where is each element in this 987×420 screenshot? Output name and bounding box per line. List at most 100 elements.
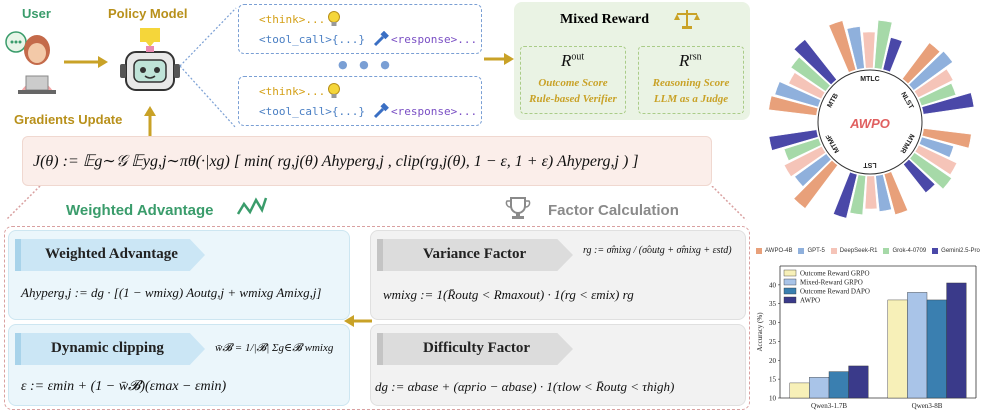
radar-bar	[788, 72, 826, 100]
radar-bar	[914, 144, 958, 175]
y-tick-label: 25	[769, 338, 777, 346]
legend-swatch	[830, 248, 837, 254]
y-tick-label: 20	[769, 357, 777, 365]
scale-icon	[674, 10, 700, 29]
radar-bar	[919, 136, 954, 158]
trophy-icon	[505, 197, 531, 219]
reasoning-line2: LLM as a Judge	[653, 93, 729, 105]
lightbulb-icon	[328, 83, 340, 98]
radar-bar	[883, 171, 908, 215]
y-tick-label: 40	[769, 281, 777, 289]
outcome-symbol: Rout	[561, 51, 585, 70]
legend-label: Outcome Reward DAPO	[800, 288, 870, 296]
legend-label: Grok-4-0709	[892, 248, 927, 254]
reasoning-line1: Reasoning Score	[652, 77, 730, 89]
radar-bar	[833, 171, 858, 219]
radar-bar	[794, 153, 832, 187]
bar	[907, 292, 928, 399]
difficulty-factor-banner: Difficulty Factor	[377, 333, 573, 365]
radar-bar	[909, 152, 952, 190]
variance-factor-title: Variance Factor	[423, 246, 527, 262]
radar-bar	[864, 175, 878, 210]
bar	[828, 371, 849, 399]
legend-swatch	[783, 287, 797, 295]
mixed-reward-title: Mixed Reward	[560, 12, 650, 27]
radar-legend: AWPO-4B GPT-5 DeepSeek-R1 Grok-4-0709 Gemini…	[756, 248, 984, 254]
radar-bar	[846, 26, 865, 70]
dynamic-clipping-title: Dynamic clipping	[51, 340, 164, 356]
objective-dotted-outline	[5, 186, 747, 221]
difficulty-factor-card: Difficulty Factor dg := αbase + (αprio −…	[370, 324, 746, 406]
radar-axis-label: MTLC	[860, 76, 879, 83]
policy-model-label: Policy Model	[108, 6, 188, 21]
radar-bar	[882, 37, 903, 73]
response-tag: <response>...	[391, 33, 478, 46]
outcome-reward-card: Rout Outcome Score Rule-based Verifier	[520, 46, 626, 114]
legend-label: Mixed-Reward GRPO	[800, 279, 863, 287]
user-label: User	[22, 6, 51, 21]
tool-call-tag: <tool_call>{...}	[259, 33, 365, 46]
y-tick-label: 35	[769, 300, 777, 308]
radar-bar	[774, 81, 821, 108]
user-icon	[5, 31, 56, 94]
legend-swatch	[783, 296, 797, 304]
arrow-user-to-policy	[64, 56, 108, 68]
legend-swatch	[783, 269, 797, 277]
legend-label: AWPO	[800, 297, 820, 305]
reasoning-reward-card: Rrsn Reasoning Score LLM as a Judge	[638, 46, 744, 114]
x-tick-label: Qwen3-1.7B	[811, 402, 847, 410]
robot-icon	[120, 28, 180, 91]
radar-bar	[874, 20, 893, 70]
arrow-up-to-policy	[144, 106, 156, 136]
radar-bar	[849, 174, 866, 215]
factor-calculation-label: Factor Calculation	[548, 202, 679, 219]
weighted-advantage-banner: Weighted Advantage	[15, 239, 205, 271]
legend-label: AWPO-4B	[765, 248, 793, 254]
radar-bar	[875, 174, 892, 212]
radar-bar	[862, 31, 876, 69]
think-tag: <think>...	[259, 85, 326, 98]
legend-label: DeepSeek-R1	[839, 248, 878, 254]
mixed-reward-panel: Mixed Reward Rout Outcome Score Rule-bas…	[514, 2, 750, 120]
radar-bar	[908, 50, 953, 91]
weighted-advantage-formula: Ahyperg,j := dg · [(1 − wmixg) Aoutg,j +…	[21, 285, 322, 300]
objective-box: J(θ) := 𝔼g∼𝒢 𝔼yg,j∼πθ(·|xg) [ min( rg,j(…	[22, 136, 712, 186]
trend-icon	[236, 197, 268, 215]
radar-bar	[921, 128, 972, 149]
variance-factor-card: Variance Factor rg := σ̂mixg / (σ̂outg +…	[370, 230, 746, 320]
difficulty-factor-title: Difficulty Factor	[423, 340, 531, 356]
variance-weight-formula: wmixg := 1(R̄outg < Rmaxout) · 1(rg < εm…	[383, 287, 634, 302]
y-tick-label: 10	[769, 395, 777, 403]
think-tag: <think>...	[259, 13, 326, 26]
radar-bar	[790, 56, 831, 92]
lightbulb-icon	[328, 11, 340, 26]
x-tick-label: Qwen3-8B	[912, 402, 943, 410]
legend-swatch	[756, 248, 762, 254]
radar-bar	[793, 159, 838, 209]
radar-legend-item: Grok-4-0709	[883, 248, 926, 254]
legend-swatch	[783, 278, 797, 286]
radar-legend-item: Gemini2.5-Pro	[932, 248, 980, 254]
legend-swatch	[798, 248, 805, 254]
weighted-advantage-label: Weighted Advantage	[66, 202, 214, 219]
radar-bar	[783, 137, 822, 161]
bar	[887, 299, 908, 399]
reasoning-symbol: Rrsn	[679, 51, 702, 70]
radar-bar	[828, 20, 857, 73]
radar-bar	[914, 68, 954, 99]
y-tick-label: 30	[769, 319, 777, 327]
radar-bar	[902, 42, 941, 85]
radar-bar	[918, 83, 957, 107]
radar-legend-item: GPT-5	[798, 248, 825, 254]
legend-swatch	[932, 248, 939, 254]
weighted-advantage-title: Weighted Advantage	[45, 246, 178, 262]
legend-label: GPT-5	[807, 248, 825, 254]
bar	[809, 377, 830, 399]
radar-bar	[921, 92, 975, 115]
radar-bar	[768, 95, 819, 116]
arrow-to-reward	[484, 53, 514, 65]
radar-bar	[783, 145, 826, 177]
hammer-icon	[373, 31, 389, 47]
dynamic-clipping-eps-formula: ε := εmin + (1 − w̄𝓑)(εmax − εmin)	[21, 379, 227, 394]
